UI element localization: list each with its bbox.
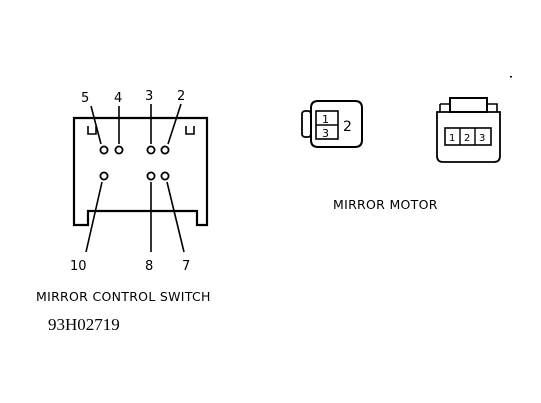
motor-right-pin-2: 2 (464, 133, 470, 144)
motor-right-pin-3: 3 (479, 133, 485, 144)
motor-right-pin-1: 1 (449, 133, 455, 144)
pin-label-10: 10 (70, 259, 87, 274)
mirror-control-switch-connector: 5 4 3 2 10 8 7 (70, 89, 209, 274)
switch-caption: MIRROR CONTROL SWITCH (36, 289, 211, 304)
motor-left-pin-3: 3 (322, 127, 329, 140)
motor-caption: MIRROR MOTOR (333, 197, 438, 212)
pin-label-5: 5 (81, 91, 89, 106)
terminal-10 (99, 171, 109, 181)
pin-label-2: 2 (177, 89, 185, 104)
terminal-5 (99, 145, 109, 155)
pin-label-8: 8 (145, 259, 153, 274)
terminal-3 (146, 145, 156, 155)
pin-label-3: 3 (145, 89, 153, 104)
pin-label-7: 7 (182, 259, 190, 274)
terminal-8 (146, 171, 156, 181)
terminal-7 (160, 171, 170, 181)
terminal-4 (114, 145, 124, 155)
terminal-2 (160, 145, 170, 155)
mirror-motor-connector-side: 1 2 3 (436, 97, 501, 163)
motor-left-pin-2: 2 (343, 119, 352, 135)
motor-left-pin-1: 1 (322, 113, 329, 126)
pin-label-4: 4 (114, 91, 122, 106)
figure-code: 93H02719 (48, 315, 120, 334)
mirror-motor-connector-face: 1 3 2 (301, 100, 363, 148)
speck (510, 76, 512, 78)
